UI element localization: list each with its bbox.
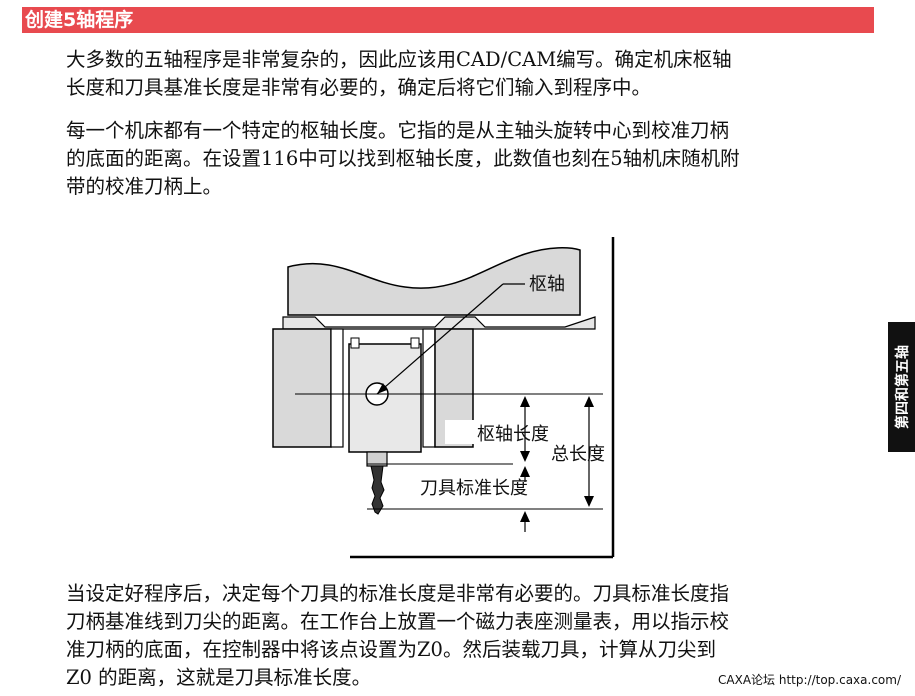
pivot-length-arrow-top [520,396,530,407]
pivot-leader-arrow [377,383,387,394]
tool-length-arrow-top [520,466,530,477]
section-title: 创建5轴程序 [22,7,874,33]
label-mask [445,420,475,444]
chapter-side-tab-label: 第四和第五轴 [894,345,911,429]
pivot-length-diagram: 枢轴 枢轴长度 总长度 刀具标准长度 [255,232,625,566]
paragraph-intro: 大多数的五轴程序是非常复杂的，因此应该用CAD/CAM编写。确定机床枢轴 长度和… [66,48,732,99]
pivot-length-arrow-bottom [520,451,530,462]
tool-length-arrow-bottom [520,511,530,522]
right-trunnion-edge [422,328,436,448]
diagram-svg: 枢轴 枢轴长度 总长度 刀具标准长度 [272,237,615,559]
left-trunnion-edge [330,328,344,448]
collar-plate [282,316,596,330]
watermark-footer: CAXA论坛 http://top.caxa.com/ [718,673,901,687]
total-length-arrow-bottom [584,496,594,507]
total-length-arrow-top [584,396,594,407]
machine-head-block [287,247,581,316]
left-trunnion [272,328,332,448]
paragraph-tool-length: 当设定好程序后，决定每个刀具的标准长度是非常有必要的。刀具标准长度指 刀柄基准线… [66,582,730,689]
label-total-length: 总长度 [551,444,605,465]
chapter-side-tab: 第四和第五轴 [888,322,915,452]
pivot-leader-line [376,283,504,395]
spindle-tab-right [410,337,420,349]
label-pivot-length: 枢轴长度 [477,424,549,445]
cutting-tool [370,465,385,515]
spindle-tab-left [350,337,360,349]
label-pivot: 枢轴 [529,274,565,295]
paragraph-pivot-length: 每一个机床都有一个特定的枢轴长度。它指的是从主轴头旋转中心到校准刀柄 的底面的距… [66,119,740,198]
label-tool-length: 刀具标准长度 [420,478,528,499]
